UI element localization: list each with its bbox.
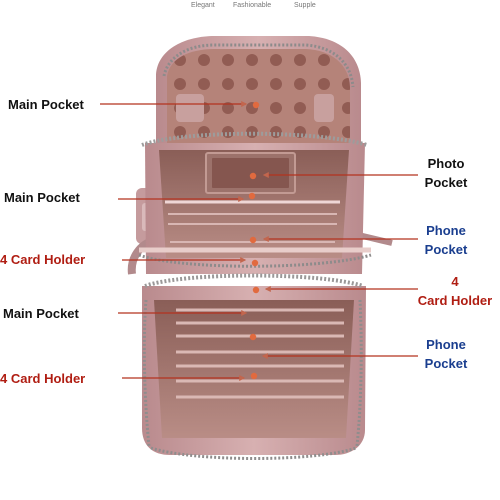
callout-phone-pocket-top-line-2: Pocket	[424, 242, 468, 257]
callout-phone-pocket-top-line-1: Phone	[426, 223, 466, 238]
tag-supple: Supple	[294, 2, 316, 9]
callout-card-holder-right-line-1: 4	[451, 274, 459, 289]
pocket-marker-dots	[248, 101, 260, 380]
callout-phone-pocket-top: Phone Pocket	[418, 221, 474, 259]
phone-and-card-compartment	[138, 131, 372, 274]
callout-phone-pocket-bottom: Phone Pocket	[418, 335, 474, 373]
callout-card-holder-right-line-2: Card Holder	[417, 293, 493, 308]
callout-card-holder-left-bottom: 4 Card Holder	[0, 371, 86, 386]
callout-phone-pocket-bottom-line-1: Phone	[426, 337, 466, 352]
callout-photo-pocket-line-1: Photo	[427, 156, 465, 171]
main-pocket-compartment	[156, 36, 361, 150]
callout-main-pocket-top: Main Pocket	[8, 97, 84, 112]
callout-phone-pocket-bottom-line-2: Pocket	[424, 356, 468, 371]
callout-photo-pocket-line-2: Pocket	[424, 175, 468, 190]
callout-main-pocket-middle: Main Pocket	[4, 190, 80, 205]
callout-main-pocket-bottom: Main Pocket	[3, 306, 79, 321]
front-card-compartment	[142, 273, 366, 460]
tag-fashionable: Fashionable	[233, 2, 272, 9]
callout-card-holder-left-top: 4 Card Holder	[0, 252, 86, 267]
tag-elegant: Elegant	[191, 2, 215, 9]
callout-card-holder-right: 4 Card Holder	[411, 272, 499, 310]
callout-photo-pocket: Photo Pocket	[418, 154, 474, 192]
callout-arrows	[100, 101, 418, 381]
